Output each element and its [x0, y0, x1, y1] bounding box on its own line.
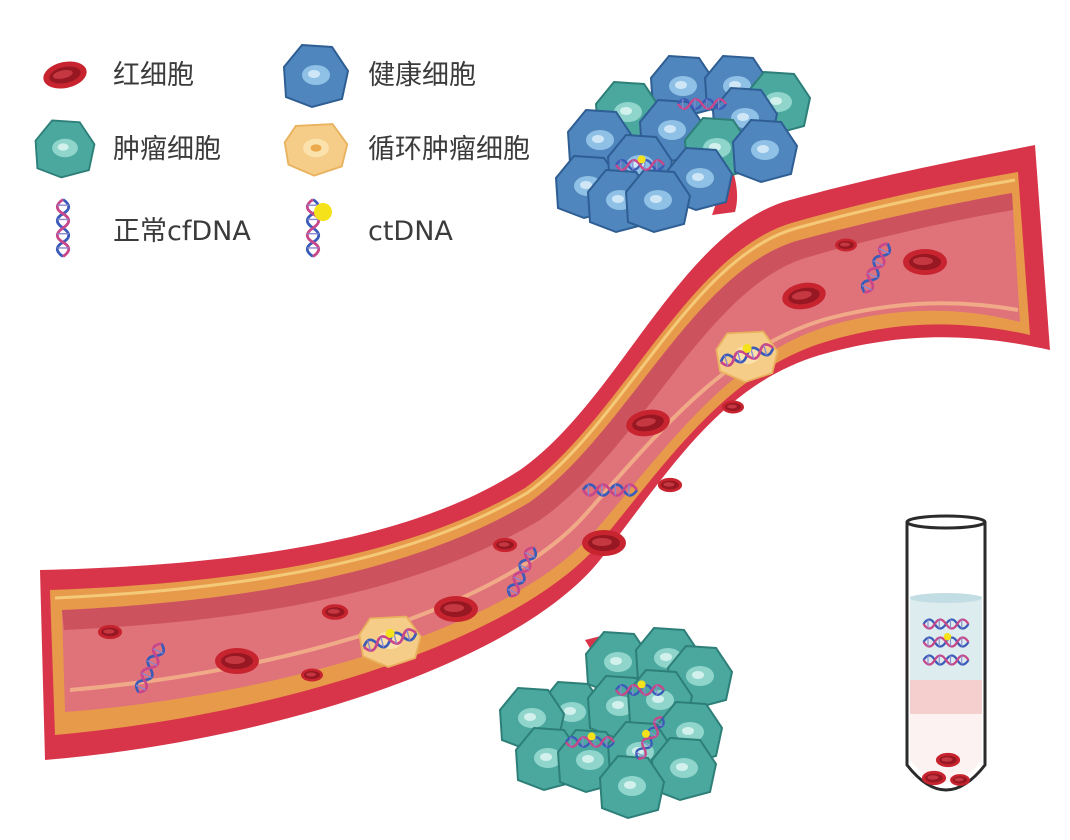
legend-label-tumor: 肿瘤细胞: [113, 134, 221, 165]
legend-item-rbc: 红细胞: [40, 57, 194, 93]
red-blood-cell: [321, 604, 349, 620]
ctdna-marker-icon: [314, 203, 332, 221]
legend-item-ctc: 循环肿瘤细胞: [283, 123, 530, 177]
tube-buffy-layer: [910, 680, 982, 714]
test-tube: [905, 514, 987, 792]
tumor-cell-icon: [34, 119, 96, 179]
ctc-lower: [358, 615, 422, 668]
healthy-cell-icon: [283, 44, 349, 108]
red-blood-cell: [921, 770, 947, 786]
legend: 红细胞 健康细胞 肿瘤细胞 循环肿瘤细胞 正常cfDNA ctDNA: [34, 44, 530, 258]
red-blood-cell-icon: [40, 57, 90, 93]
tube-outline: [905, 522, 987, 792]
legend-label-ctc: 循环肿瘤细胞: [368, 134, 530, 165]
red-blood-cell: [722, 400, 744, 414]
red-blood-cell: [950, 774, 970, 786]
vessel-lumen: [62, 193, 1020, 712]
legend-item-tumor: 肿瘤细胞: [34, 119, 221, 179]
lower-tumor-cluster: [499, 627, 733, 819]
red-blood-cell: [97, 624, 123, 640]
cfdna-icon: [55, 198, 71, 258]
legend-label-cfdna: 正常cfDNA: [113, 216, 251, 247]
legend-item-cfdna: 正常cfDNA: [55, 198, 251, 258]
vessel-inner-highlight: [69, 301, 1019, 692]
red-blood-cell: [492, 537, 518, 553]
legend-label-rbc: 红细胞: [113, 60, 194, 91]
legend-label-ctdna: ctDNA: [368, 216, 453, 247]
red-blood-cell: [657, 477, 683, 493]
red-blood-cell: [903, 249, 947, 275]
legend-label-healthy: 健康细胞: [368, 60, 476, 91]
tube-plasma-top: [910, 593, 982, 603]
legend-item-ctdna: ctDNA: [305, 198, 453, 258]
upper-tumor-cluster: [555, 55, 811, 233]
legend-item-healthy: 健康细胞: [283, 44, 476, 108]
red-blood-cell: [434, 596, 478, 622]
red-blood-cell: [835, 238, 857, 252]
ctc-upper: [715, 330, 779, 383]
tube-rim: [905, 514, 987, 530]
red-blood-cell: [301, 668, 323, 682]
red-blood-cell: [935, 752, 961, 768]
red-blood-cell: [582, 530, 626, 556]
red-blood-cell: [215, 648, 259, 674]
vessel-fat-edge: [54, 178, 1016, 600]
